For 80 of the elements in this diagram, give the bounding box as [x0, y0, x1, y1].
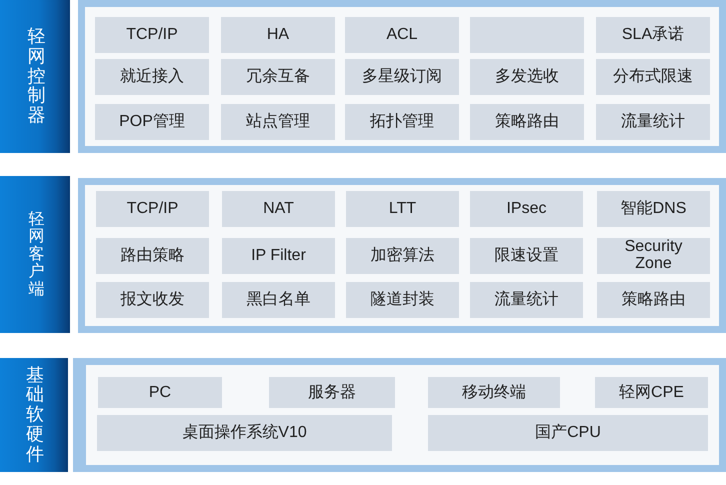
feature-label: PC	[148, 382, 172, 402]
feature-tile	[470, 191, 583, 227]
feature-tile	[595, 377, 708, 408]
feature-tile	[597, 191, 710, 227]
feature-tile	[222, 282, 335, 318]
feature-label: HA	[266, 25, 290, 45]
feature-label: Security Zone	[624, 239, 684, 273]
feature-tile	[96, 191, 209, 227]
feature-label: 限速设置	[494, 246, 558, 266]
feature-tile	[428, 415, 708, 451]
feature-tile	[95, 104, 209, 140]
feature-tile	[470, 17, 584, 53]
feature-tile	[596, 17, 710, 53]
feature-tile	[597, 282, 710, 318]
feature-label: 国产CPU	[535, 423, 601, 443]
feature-label: 黑白名单	[246, 290, 310, 310]
feature-tile	[346, 282, 459, 318]
feature-label: NAT	[263, 199, 294, 219]
feature-tile	[96, 238, 209, 274]
feature-tile	[269, 377, 395, 408]
feature-label: 冗余互备	[246, 67, 310, 87]
feature-label: TCP/IP	[126, 25, 178, 45]
feature-label: 策略路由	[622, 290, 686, 310]
feature-label: 智能DNS	[620, 199, 686, 219]
feature-label: IP Filter	[251, 246, 306, 266]
feature-tile	[222, 191, 335, 227]
feature-label: 流量统计	[621, 112, 685, 132]
layer-panel	[78, 0, 726, 153]
feature-label: 桌面操作系统V10	[182, 423, 307, 443]
feature-tile	[346, 238, 459, 274]
feature-label: 多发选收	[495, 67, 559, 87]
feature-label: 路由策略	[120, 246, 184, 266]
feature-tile	[222, 238, 335, 274]
feature-label: 服务器	[308, 382, 356, 402]
feature-tile	[597, 238, 710, 274]
feature-label: POP管理	[119, 112, 185, 132]
feature-label: 报文收发	[120, 290, 184, 310]
layer-title: 轻网控制器	[28, 27, 46, 126]
layer-title: 基础软硬件	[26, 366, 44, 464]
feature-tile	[95, 17, 209, 53]
layer-band	[0, 358, 68, 472]
feature-tile	[345, 104, 459, 140]
feature-label: 移动终端	[462, 382, 526, 402]
feature-label: 就近接入	[120, 67, 184, 87]
layer-band	[0, 176, 70, 333]
feature-tile	[96, 282, 209, 318]
feature-label: 隧道封装	[370, 290, 434, 310]
feature-label: 拓扑管理	[370, 112, 434, 132]
feature-label: 多星级订阅	[362, 67, 442, 87]
feature-tile	[97, 415, 392, 451]
feature-label: TCP/IP	[126, 199, 178, 219]
feature-label: 加密算法	[370, 246, 434, 266]
feature-tile	[345, 17, 459, 53]
feature-tile	[98, 377, 222, 408]
feature-label: 策略路由	[495, 112, 559, 132]
layer-panel	[78, 178, 726, 333]
layer-panel	[73, 358, 726, 472]
feature-label: 流量统计	[494, 290, 558, 310]
layer-title: 轻网客户端	[28, 210, 44, 298]
feature-tile	[596, 59, 710, 95]
feature-tile	[221, 59, 335, 95]
feature-tile	[345, 59, 459, 95]
feature-label: 站点管理	[246, 112, 310, 132]
layer-band	[0, 0, 70, 153]
feature-label: 分布式限速	[613, 67, 693, 87]
feature-label: IPsec	[506, 199, 546, 219]
feature-tile	[596, 104, 710, 140]
feature-tile	[470, 59, 584, 95]
feature-tile	[470, 238, 583, 274]
feature-label: LTT	[388, 199, 416, 219]
feature-tile	[221, 17, 335, 53]
feature-tile	[470, 104, 584, 140]
feature-tile	[95, 59, 209, 95]
feature-tile	[346, 191, 459, 227]
feature-label: ACL	[386, 25, 418, 45]
feature-tile	[428, 377, 560, 408]
feature-label: SLA承诺	[622, 25, 684, 45]
feature-label: 轻网CPE	[619, 382, 684, 402]
feature-tile	[221, 104, 335, 140]
feature-tile	[470, 282, 583, 318]
